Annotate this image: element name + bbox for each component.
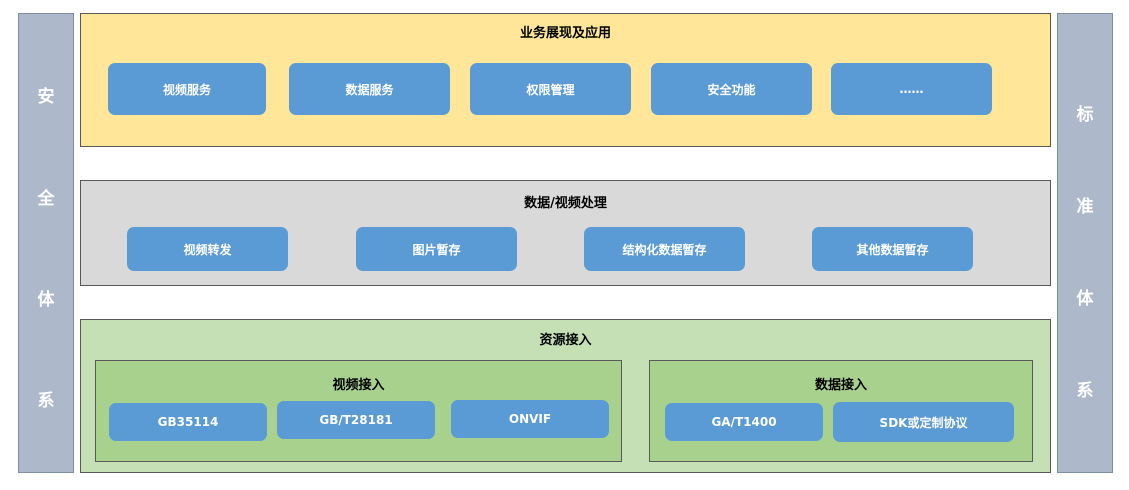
data-service-box: 数据服务 [289,63,450,115]
resource-access-layer: 资源接入 视频接入 GB35114 GB/T28181 ONVIF 数据接入 G… [80,319,1051,473]
processing-layer-title: 数据/视频处理 [524,196,607,211]
application-layer-title: 业务展现及应用 [519,26,611,41]
data-access-title: 数据接入 [814,378,867,393]
processing-layer: 数据/视频处理 视频转发 图片暂存 结构化数据暂存 其他数据暂存 [80,180,1051,286]
standard-system-char-2: 准 [1076,197,1094,217]
gbt28181-box: GB/T28181 [277,401,435,439]
security-system-char-4: 系 [37,391,55,411]
security-system-bar: 安 全 体 系 [18,13,74,473]
standard-system-char-3: 体 [1076,289,1094,309]
image-cache-box: 图片暂存 [356,227,517,271]
security-system-char-1: 安 [37,87,55,107]
security-system-char-3: 体 [37,290,55,310]
video-service-box: 视频服务 [108,63,266,115]
more-services-box: …… [831,63,992,115]
security-system-char-2: 全 [37,189,55,209]
gat1400-box: GA/T1400 [665,403,823,441]
security-function-box: 安全功能 [651,63,812,115]
data-access-group: 数据接入 GA/T1400 SDK或定制协议 [649,360,1033,462]
sdk-custom-protocol-box: SDK或定制协议 [833,402,1014,442]
video-access-group: 视频接入 GB35114 GB/T28181 ONVIF [95,360,622,462]
gb35114-box: GB35114 [109,403,267,441]
permission-management-box: 权限管理 [470,63,631,115]
standard-system-bar: 标 准 体 系 [1057,13,1113,473]
video-forwarding-box: 视频转发 [127,227,288,271]
resource-access-layer-title: 资源接入 [539,333,592,348]
application-layer: 业务展现及应用 视频服务 数据服务 权限管理 安全功能 …… [80,13,1051,147]
structured-data-cache-box: 结构化数据暂存 [584,227,745,271]
video-access-title: 视频接入 [332,378,385,393]
standard-system-char-4: 系 [1076,381,1094,401]
standard-system-char-1: 标 [1076,105,1094,125]
other-data-cache-box: 其他数据暂存 [812,227,973,271]
onvif-box: ONVIF [451,400,609,438]
